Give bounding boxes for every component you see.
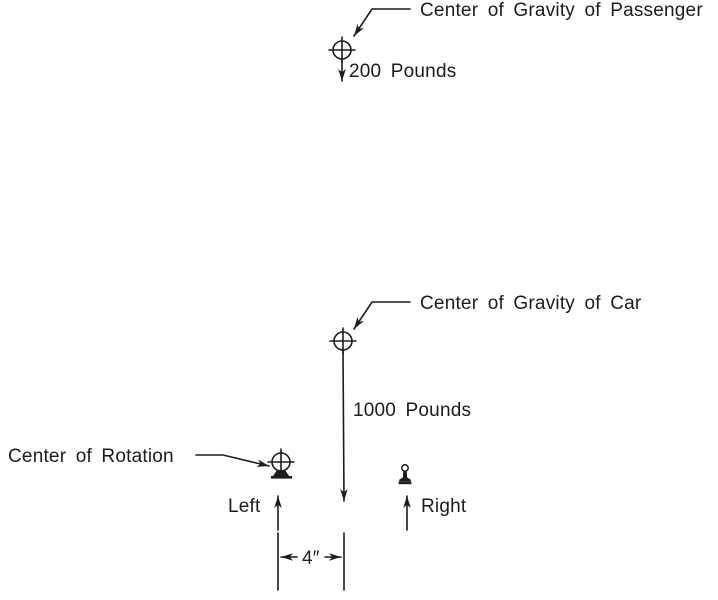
car-cg-label: Center of Gravity of Car [420,293,642,314]
left-label: Left [228,496,261,517]
passenger-force-label: 200 Pounds [349,61,456,82]
dimension-group: 4″ [277,532,345,591]
car-leader-arrow-icon [353,301,411,330]
dimension-value-label: 4″ [302,548,320,569]
right-direction-group: Right [398,464,467,531]
car-center-of-gravity-icon [329,327,357,355]
center-of-rotation-group: Center of Rotation [8,446,295,479]
left-direction-group: Left [228,495,282,531]
passenger-leader-arrow-icon [353,8,411,37]
rotation-leader-arrow-icon [195,454,270,467]
right-label: Right [421,496,467,517]
passenger-cg-group: Center of Gravity of Passenger 200 Pound… [328,0,703,82]
center-of-rotation-icon [267,448,295,479]
car-force-down-arrow-icon [340,350,348,502]
center-of-rotation-label: Center of Rotation [8,446,174,467]
passenger-center-of-gravity-icon [328,36,356,64]
passenger-cg-label: Center of Gravity of Passenger [420,0,703,21]
rail-cross-section-icon [398,464,412,485]
car-force-label: 1000 Pounds [353,400,471,421]
car-cg-group: Center of Gravity of Car 1000 Pounds [329,293,642,502]
